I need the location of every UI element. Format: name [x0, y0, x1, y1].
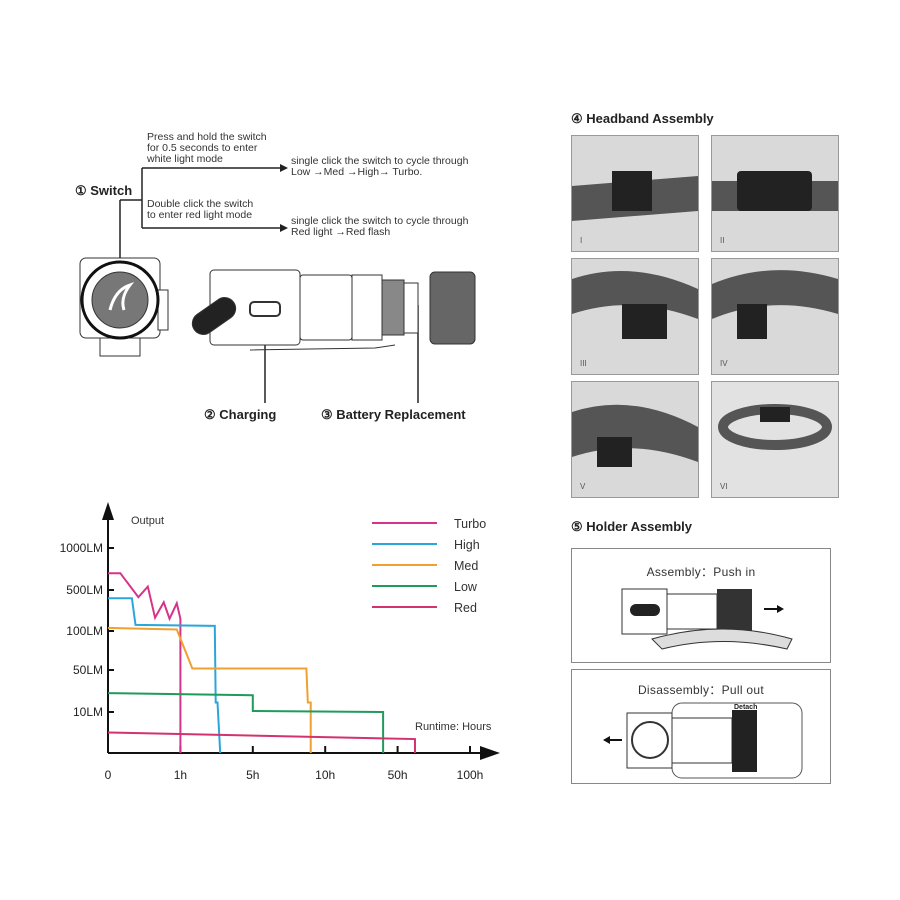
- legend-label: Red: [454, 601, 477, 615]
- y-axis-arrow-icon: [102, 502, 114, 520]
- series-line-red: [107, 731, 416, 753]
- y-tick-label: 100LM: [66, 624, 103, 638]
- headband-title: ④ Headband Assembly: [571, 111, 714, 126]
- y-tick-label: 1000LM: [60, 541, 103, 555]
- detach-label: Detach: [734, 704, 757, 711]
- branch2-note: Double click the switch to enter red lig…: [147, 199, 253, 221]
- assembly-panel: Assembly：Push in: [571, 548, 831, 663]
- x-tick-label: 10h: [315, 768, 335, 782]
- step-label: II: [720, 236, 725, 245]
- headband-step-photo: III: [571, 258, 699, 375]
- series-line-turbo: [108, 572, 182, 753]
- arrow-left-icon: [603, 736, 610, 744]
- holder-title: ⑤ Holder Assembly: [571, 519, 692, 534]
- series-line-high: [108, 597, 222, 754]
- headband-step-photo: II: [711, 135, 839, 252]
- battery-replacement-label: ③ Battery Replacement: [321, 407, 466, 422]
- step-label: I: [580, 236, 583, 245]
- note-line: white light mode: [147, 153, 223, 165]
- result-line: Red light →Red flash: [291, 226, 391, 238]
- headlamp-front-view: [79, 257, 169, 357]
- result-line: Low →Med →High→ Turbo.: [291, 166, 423, 178]
- arrow-icon: [280, 224, 288, 232]
- arrow-icon: [280, 164, 288, 172]
- result-line: single click the switch to cycle through: [291, 215, 469, 227]
- charging-label: ② Charging: [204, 407, 277, 422]
- note-line: for 0.5 seconds to enter: [147, 142, 258, 154]
- result-line: single click the switch to cycle through: [291, 155, 469, 167]
- branch2-result: single click the switch to cycle through…: [291, 216, 468, 238]
- headband-step-photo: VI: [711, 381, 839, 498]
- disassembly-caption: Disassembly：Pull out: [637, 683, 765, 697]
- headband-step-photo: V: [571, 381, 699, 498]
- legend-label: Turbo: [454, 517, 486, 531]
- y-tick-label: 500LM: [66, 583, 103, 597]
- branch1-result: single click the switch to cycle through…: [291, 156, 468, 178]
- headlamp-side-view: [191, 269, 476, 351]
- device-diagram: [79, 164, 476, 403]
- step-label: IV: [720, 359, 728, 368]
- x-tick-label: 5h: [246, 768, 259, 782]
- step-label: VI: [720, 482, 728, 491]
- note-line: Double click the switch: [147, 198, 254, 210]
- x-axis-label: Runtime: Hours: [415, 721, 492, 733]
- switch-title: ① Switch: [75, 183, 133, 198]
- y-tick-label: 50LM: [73, 663, 103, 677]
- step-label: III: [580, 359, 587, 368]
- disassembly-panel: Disassembly：Pull out Detach: [571, 669, 831, 784]
- note-line: Press and hold the switch: [147, 131, 267, 143]
- legend-label: High: [454, 538, 480, 552]
- series-line-low: [107, 692, 385, 753]
- branch1-note: Press and hold the switch for 0.5 second…: [147, 132, 267, 165]
- y-axis-label: Output: [131, 515, 164, 527]
- legend-label: Med: [454, 559, 478, 573]
- series-line-med: [107, 626, 312, 753]
- headband-step-photo: I: [571, 135, 699, 252]
- y-tick-label: 10LM: [73, 705, 103, 719]
- x-tick-label: 0: [105, 768, 112, 782]
- x-axis-arrow-icon: [480, 746, 500, 760]
- step-label: V: [580, 482, 586, 491]
- arrow-right-icon: [777, 605, 784, 613]
- x-tick-label: 50h: [388, 768, 408, 782]
- headband-step-photo: IV: [711, 258, 839, 375]
- x-tick-label: 100h: [457, 768, 484, 782]
- legend-label: Low: [454, 580, 478, 594]
- note-line: to enter red light mode: [147, 209, 253, 221]
- x-tick-label: 1h: [174, 768, 187, 782]
- assembly-caption: Assembly：Push in: [646, 565, 756, 579]
